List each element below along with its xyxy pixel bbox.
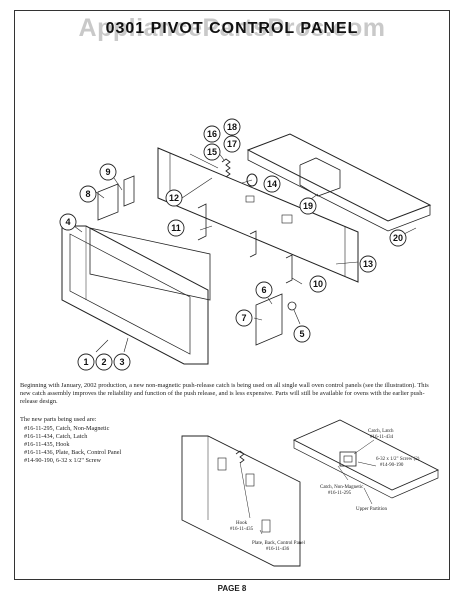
svg-text:4: 4	[65, 217, 70, 227]
callout-5: 5	[293, 325, 311, 343]
svg-text:6: 6	[261, 285, 266, 295]
svg-text:8: 8	[85, 189, 90, 199]
callout-18: 18	[223, 118, 241, 136]
detail-catch	[235, 450, 245, 464]
callout-3: 3	[113, 353, 131, 371]
label-screw-pn: #14-90-190	[380, 463, 404, 468]
callout-14: 14	[263, 175, 281, 193]
control-panel-insert	[89, 227, 211, 301]
callout-20: 20	[389, 229, 407, 247]
label-screw: 6-32 x 1/2" Screw (2)	[376, 457, 420, 462]
svg-text:17: 17	[227, 139, 237, 149]
svg-text:2: 2	[101, 357, 106, 367]
callout-2: 2	[95, 353, 113, 371]
svg-text:10: 10	[313, 279, 323, 289]
svg-text:19: 19	[303, 201, 313, 211]
callout-9: 9	[99, 163, 117, 181]
svg-text:13: 13	[363, 259, 373, 269]
catch-5	[287, 301, 297, 311]
callout-11: 11	[167, 219, 185, 237]
label-catch-latch: Catch, Latch	[368, 429, 394, 434]
page-title: 0301 PIVOT CONTROL PANEL	[105, 20, 359, 37]
callout-12: 12	[165, 189, 183, 207]
svg-text:12: 12	[169, 193, 179, 203]
callout-13: 13	[359, 255, 377, 273]
list-item: #14-90-190, 6-32 x 1/2" Screw	[24, 457, 101, 464]
svg-text:3: 3	[119, 357, 124, 367]
callout-7: 7	[235, 309, 253, 327]
label-plate-pn: #16-11-436	[266, 547, 290, 552]
page-border	[14, 10, 450, 580]
label-catch-latch-pn: #16-11-434	[370, 435, 394, 440]
list-item: #16-11-436, Plate, Back, Control Panel	[24, 449, 122, 456]
svg-text:1: 1	[83, 357, 88, 367]
svg-text:11: 11	[171, 223, 181, 233]
svg-text:5: 5	[299, 329, 304, 339]
svg-text:15: 15	[207, 147, 217, 157]
callout-16: 16	[203, 125, 221, 143]
parts-heading: The new parts being used are:	[20, 416, 97, 423]
callout-15: 15	[203, 143, 221, 161]
label-catch-nonmag-pn: #16-11-295	[328, 491, 352, 496]
callout-4: 4	[59, 213, 77, 231]
callout-17: 17	[223, 135, 241, 153]
hook-11	[197, 203, 207, 241]
callout-10: 10	[309, 275, 327, 293]
svg-text:20: 20	[393, 233, 403, 243]
parts-list: #16-11-295, Catch, Non-Magnetic #16-11-4…	[24, 425, 121, 465]
label-catch-nonmag: Catch, Non-Magnetic	[320, 485, 364, 490]
list-item: #16-11-435, Hook	[24, 441, 70, 448]
callout-1: 1	[77, 353, 95, 371]
svg-text:18: 18	[227, 122, 237, 132]
label-plate: Plate, Back, Control Panel	[252, 541, 306, 546]
list-item: #16-11-295, Catch, Non-Magnetic	[24, 425, 110, 432]
page-number: PAGE 8	[217, 584, 247, 593]
detail-latch	[339, 451, 357, 467]
watermark: AppliancePartsPros.com	[78, 14, 386, 42]
callout-6: 6	[255, 281, 273, 299]
label-upper-partition: Upper Partition	[356, 507, 387, 512]
callout-8: 8	[79, 185, 97, 203]
label-hook-pn: #16-11-435	[230, 527, 254, 532]
spring	[221, 158, 231, 178]
back-plate	[157, 147, 359, 283]
svg-text:7: 7	[241, 313, 246, 323]
detail-upper-partition	[292, 419, 440, 491]
hook-10	[285, 254, 293, 284]
label-hook: Hook	[236, 521, 248, 526]
production-note: Beginning with January, 2002 production,…	[20, 382, 429, 406]
detail-illustration	[181, 419, 440, 567]
svg-text:9: 9	[105, 167, 110, 177]
list-item: #16-11-434, Catch, Latch	[24, 433, 88, 440]
latch-14	[246, 173, 258, 187]
svg-text:14: 14	[267, 179, 277, 189]
bracket-8	[97, 183, 119, 221]
svg-text:16: 16	[207, 129, 217, 139]
callout-19: 19	[299, 197, 317, 215]
bracket-7	[255, 293, 283, 346]
